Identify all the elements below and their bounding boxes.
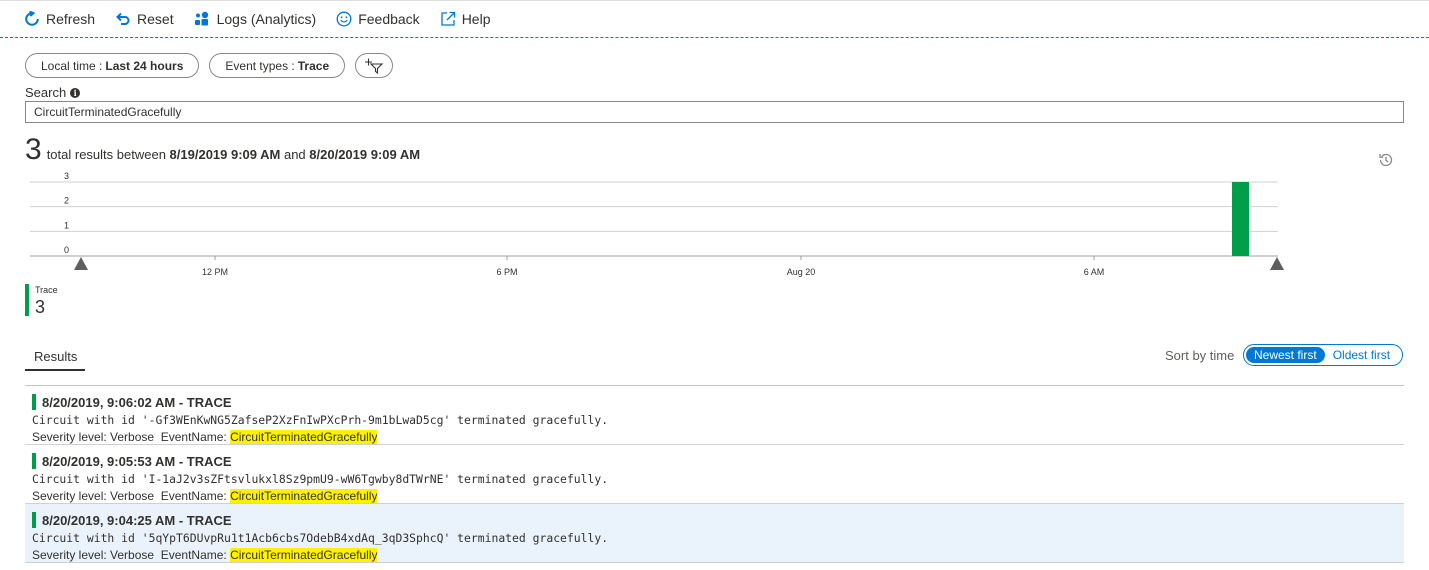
result-severity: Severity level: Verbose EventName: [32,489,231,503]
result-event-name-highlight: CircuitTerminatedGracefully [230,489,378,503]
toolbar: Refresh Reset Logs (Analytics) Feedback [0,0,1429,38]
result-details: Severity level: Verbose EventName: Circu… [32,548,1404,563]
event-types-filter[interactable]: Event types : Trace [209,53,346,78]
history-icon[interactable] [1377,151,1395,169]
results-divider [25,385,1404,386]
trace-indicator [32,512,36,528]
result-message: Circuit with id '5qYpT6DUvpRu1t1Acb6cbs7… [32,531,609,545]
summary-start-time: 8/19/2019 9:09 AM [169,147,281,162]
result-severity: Severity level: Verbose EventName: [32,430,231,444]
result-item[interactable]: 8/20/2019, 9:06:02 AM - TRACE Circuit wi… [25,386,1404,445]
time-range-filter[interactable]: Local time : Last 24 hours [25,53,200,78]
help-label: Help [461,10,491,27]
search-label: Search i [25,85,81,100]
result-event-name-highlight: CircuitTerminatedGracefully [230,548,378,562]
legend-trace-count: 3 [35,297,46,317]
reset-button[interactable]: Reset [115,0,174,38]
sort-newest-first[interactable]: Newest first [1246,347,1325,363]
result-title: 8/20/2019, 9:06:02 AM - TRACE [42,394,232,410]
search-label-text: Search [25,85,67,100]
refresh-label: Refresh [46,10,96,27]
result-item[interactable]: 8/20/2019, 9:04:25 AM - TRACE Circuit wi… [25,504,1404,563]
result-item[interactable]: 8/20/2019, 9:05:53 AM - TRACE Circuit wi… [25,445,1404,504]
result-message: Circuit with id 'I-1aJ2v3sZFtsvlukxl8Sz9… [32,472,609,486]
sort-toggle: Newest first Oldest first [1243,344,1403,366]
feedback-label: Feedback [358,10,420,27]
refresh-icon [25,10,39,26]
toolbar-top-border [0,0,1429,1]
reset-label: Reset [137,10,174,27]
tab-results[interactable]: Results [25,343,86,371]
summary-text-a: total results between [46,147,170,162]
search-input[interactable] [25,101,1404,123]
refresh-button[interactable]: Refresh [24,0,95,38]
time-range-filter-label: Local time : [41,58,103,73]
smiley-icon [336,11,352,26]
x-tick-label: 12 PM [202,267,228,277]
legend-trace-name: Trace [35,285,58,295]
x-tick-label: 6 PM [496,267,517,277]
legend-trace-swatch [25,284,29,316]
feedback-button[interactable]: Feedback [336,0,420,38]
trace-indicator [32,453,36,469]
x-tick-label: Aug 20 [787,267,816,277]
filter-bar: Local time : Last 24 hours Event types :… [25,53,403,78]
legend-trace[interactable]: Trace 3 [25,284,58,316]
y-tick-label: 0 [64,245,69,255]
logs-analytics-button[interactable]: Logs (Analytics) [194,0,317,38]
logs-analytics-icon [194,11,208,25]
x-tick-label: 6 AM [1084,267,1105,277]
add-filter-button[interactable] [355,53,394,78]
sort-oldest-first[interactable]: Oldest first [1332,348,1391,362]
result-title: 8/20/2019, 9:05:53 AM - TRACE [42,453,232,469]
timeline-chart: 3 2 1 0 12 PM 6 PM Aug 20 6 AM [30,171,1284,277]
result-title: 8/20/2019, 9:04:25 AM - TRACE [42,512,232,528]
summary-text-b: and [280,147,310,162]
result-event-name-highlight: CircuitTerminatedGracefully [230,430,378,444]
help-button[interactable]: Help [440,0,491,38]
event-types-filter-label: Event types : [225,58,295,73]
results-summary: 3 total results between 8/19/2019 9:09 A… [25,134,420,166]
total-count: 3 [25,133,42,166]
trace-indicator [32,394,36,410]
result-message: Circuit with id '-Gf3WEnKwNG5ZafseP2XzFn… [32,413,609,427]
y-tick-label: 3 [64,171,69,181]
range-end-handle [1270,257,1284,270]
undo-icon [116,12,130,25]
result-severity: Severity level: Verbose EventName: [32,548,231,562]
logs-analytics-label: Logs (Analytics) [216,10,317,27]
result-details: Severity level: Verbose EventName: Circu… [32,489,1404,504]
range-start-handle [74,257,88,270]
external-link-icon [441,11,455,26]
info-icon[interactable]: i [70,87,81,98]
summary-end-time: 8/20/2019 9:09 AM [309,147,421,162]
y-tick-label: 1 [64,220,69,230]
bar-trace [1232,182,1249,256]
time-range-filter-value: Last 24 hours [105,58,184,73]
event-types-filter-value: Trace [297,58,330,73]
y-tick-label: 2 [64,196,69,206]
sort-label: Sort by time [1165,348,1235,363]
result-details: Severity level: Verbose EventName: Circu… [32,430,1404,445]
add-filter-icon [365,58,384,74]
